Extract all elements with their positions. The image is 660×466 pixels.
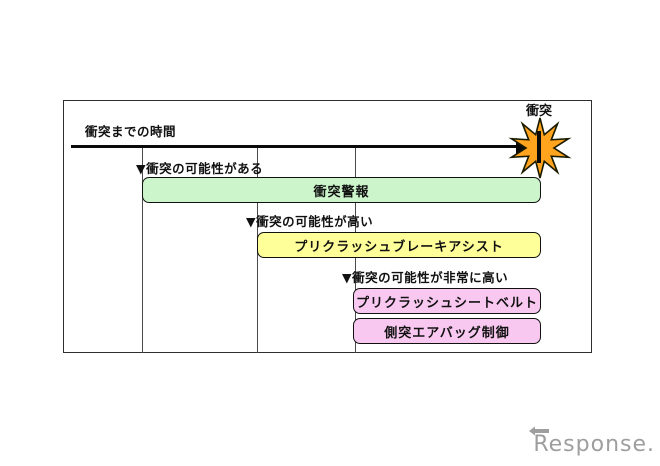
response-logo-arrow-icon <box>529 426 550 436</box>
collision-label: 衝突 <box>525 104 552 119</box>
response-watermark-text: Response. <box>533 432 655 457</box>
bar-precrash-seatbelt: プリクラッシュシートベルト <box>353 288 541 314</box>
threshold-label-very-high: ▼衝突の可能性が非常に高い <box>342 270 509 285</box>
time-axis-label: 衝突までの時間 <box>85 124 177 139</box>
bar-side-airbag-control: 側突エアバッグ制御 <box>353 318 541 344</box>
response-watermark: Response. <box>529 426 655 457</box>
bar-collision-warning: 衝突警報 <box>142 177 541 203</box>
threshold-label-high: ▼衝突の可能性が高い <box>246 214 374 229</box>
threshold-label-possible: ▼衝突の可能性がある <box>136 161 264 176</box>
bar-precrash-brake-assist: プリクラッシュブレーキアシスト <box>257 232 541 258</box>
collision-impact-bar <box>537 131 541 163</box>
stage-boundary-line-1 <box>142 145 143 353</box>
time-axis-line <box>71 145 521 148</box>
